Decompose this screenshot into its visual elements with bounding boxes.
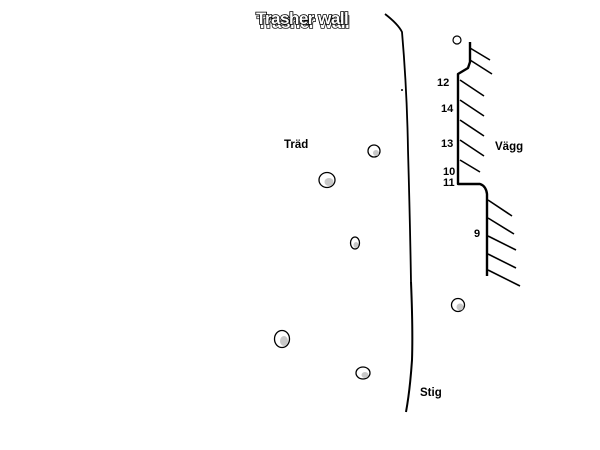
label-wall: Vägg (495, 141, 524, 153)
wall-hatching-lower (487, 199, 521, 287)
label-path: Stig (420, 387, 442, 399)
route-number: 13 (441, 138, 454, 150)
route-number: 12 (437, 77, 450, 89)
map-title-text: Trasher wall (255, 9, 349, 28)
wall-hatching-upper (459, 47, 493, 173)
tree-shading (280, 150, 464, 378)
wall-outline (456, 42, 489, 276)
anchor-marker (452, 35, 462, 45)
path-line-lower (405, 281, 414, 413)
route-number: 10 (443, 166, 456, 178)
route-number: 14 (441, 103, 454, 115)
path-dot (401, 89, 403, 91)
route-number: 9 (474, 228, 481, 240)
path-line (384, 13, 412, 283)
route-number: 11 (443, 177, 455, 189)
tree-symbols (273, 144, 466, 380)
label-trees: Träd (284, 139, 309, 151)
map-title-shadow: Trasher wall (256, 13, 350, 32)
map-title: Trasher wall Trasher wall (255, 9, 386, 36)
